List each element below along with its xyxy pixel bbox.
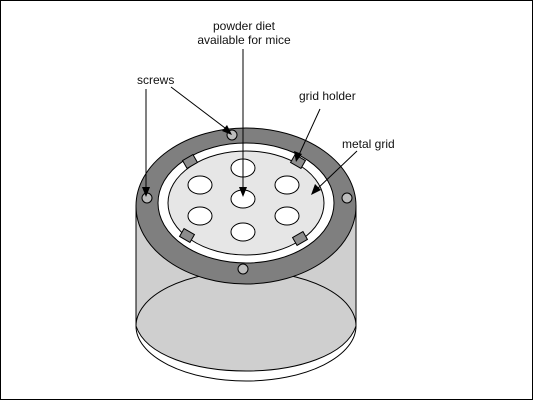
metal-grid-leader-line <box>314 150 358 192</box>
screw-icon <box>237 263 249 275</box>
grid-hole <box>187 206 213 226</box>
grid-holder-tab <box>289 153 307 170</box>
metal-grid-label: metal grid <box>342 137 395 151</box>
grid-hole <box>230 222 256 242</box>
screw-icon <box>341 192 353 204</box>
screws-arrowhead-top <box>222 125 232 135</box>
screws-label: screws <box>137 73 175 87</box>
grid-holder-tab <box>178 227 196 244</box>
powder-diet-label-line-2: available for mice <box>197 33 291 47</box>
screws-arrowhead-left <box>142 187 150 197</box>
powder-diet-arrowhead <box>239 187 247 197</box>
powder-diet-label-line-1: powder diet <box>212 19 276 33</box>
grid-holder-label: grid holder <box>299 89 356 103</box>
powder-diet-label: powder diet available for mice <box>171 19 317 47</box>
grid-hole <box>187 175 213 195</box>
grid-hole <box>274 206 300 226</box>
screws-leader-line-top <box>170 86 230 132</box>
metal-grid-arrowhead <box>311 184 321 195</box>
grid-holder-tab <box>291 230 309 247</box>
grid-holder-arrowhead <box>294 151 302 162</box>
grid-holder-tab <box>181 153 199 170</box>
grid-hole <box>274 175 300 195</box>
grid-holder-leader-line <box>297 108 321 158</box>
